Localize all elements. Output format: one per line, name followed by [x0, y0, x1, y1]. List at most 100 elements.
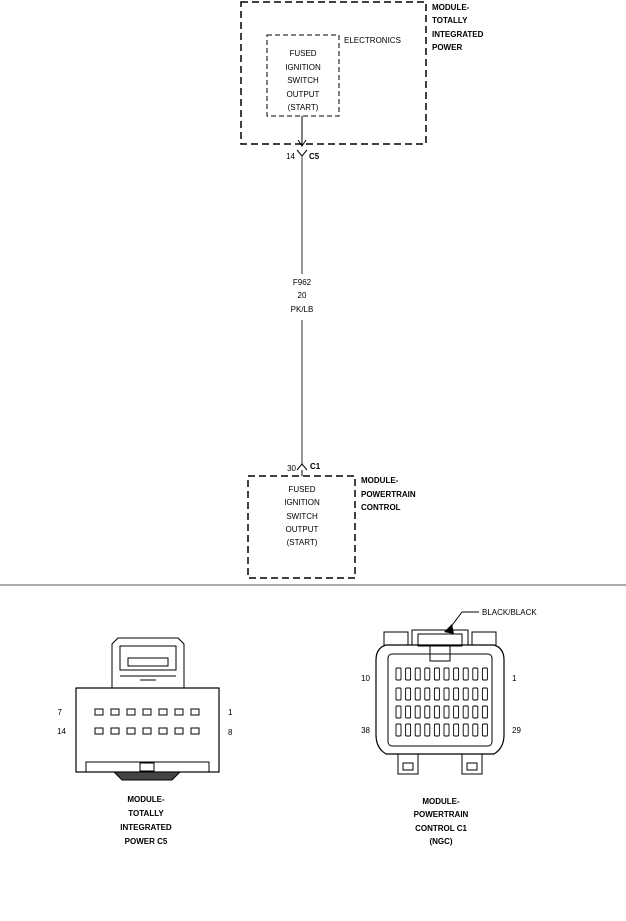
tipm-circuit-line-2: IGNITION [285, 63, 321, 72]
c1-cavity [424, 687, 431, 701]
c5-body [75, 687, 220, 773]
c1-cavity [472, 705, 479, 719]
c1-inner-frame [387, 653, 493, 747]
tipm-electronics-box [266, 34, 340, 117]
connector-c1-view: BLACK/BLACK 10 1 38 29 MODULE- POWERTRAI… [361, 608, 537, 846]
c1-cavity [433, 687, 440, 701]
c1-cavity [443, 687, 450, 701]
c5-key [112, 771, 182, 781]
c1-cavity [462, 705, 469, 719]
c1-cavity [433, 723, 440, 737]
c1-cavity [433, 705, 440, 719]
c1-cavity [414, 687, 421, 701]
c5-latch-tab [127, 657, 169, 667]
c1-cavity [453, 705, 460, 719]
c5-caption-line-1: MODULE- [127, 795, 165, 804]
pcm-circuit-line-3: SWITCH [286, 512, 318, 521]
c1-cavity [453, 723, 460, 737]
c1-cavity [405, 723, 412, 737]
wire-circuit-id: F962 [293, 278, 312, 287]
c5-pin-top-left: 7 [58, 708, 63, 717]
c1-cavity [414, 667, 421, 681]
c5-cavity [142, 708, 152, 716]
c1-cavity [395, 687, 402, 701]
c1-cavity [453, 667, 460, 681]
c5-caption-line-3: INTEGRATED [120, 823, 172, 832]
tipm-connector-id: C5 [309, 152, 320, 161]
c1-cavity [414, 723, 421, 737]
c5-caption-line-2: TOTALLY [128, 809, 164, 818]
c1-cavity [433, 667, 440, 681]
c1-cavity [472, 687, 479, 701]
c1-cavity [472, 723, 479, 737]
c1-pin-bottom-right: 29 [512, 726, 521, 735]
c1-caption-line-1: MODULE- [422, 797, 460, 806]
c5-pin-top-right: 1 [228, 708, 233, 717]
c5-cavity [158, 708, 168, 716]
c1-caption-line-4: (NGC) [429, 837, 452, 846]
c1-callout-arrow-icon [444, 624, 454, 634]
c1-cavity [481, 705, 488, 719]
tipm-circuit-line-3: SWITCH [287, 76, 319, 85]
pcm-name-line-1: MODULE- [361, 476, 399, 485]
c1-connector-symbol [296, 463, 308, 471]
c1-cavity [414, 705, 421, 719]
c1-cavity [443, 723, 450, 737]
c1-cavity [405, 705, 412, 719]
c5-cavity [126, 708, 136, 716]
c1-left-foot [397, 754, 419, 775]
c1-latch-window [417, 633, 463, 647]
c1-cavity [424, 667, 431, 681]
tipm-electronics-label: ELECTRONICS [344, 36, 401, 45]
c1-cavities [395, 667, 488, 737]
c1-cavity [481, 723, 488, 737]
c5-latch-inner [119, 645, 177, 671]
tipm-name-line-3: INTEGRATED [432, 30, 484, 39]
pcm-module-box [247, 475, 356, 579]
c5-key-notch [139, 762, 155, 772]
pcm-pin-number: 30 [287, 464, 296, 473]
c1-cavity [395, 667, 402, 681]
c5-pin-bottom-left: 14 [57, 727, 66, 736]
c1-cavity [462, 667, 469, 681]
c1-latch-block [429, 644, 451, 662]
pcm-circuit-line-2: IGNITION [284, 498, 320, 507]
c1-pin-top-right: 1 [512, 674, 517, 683]
tipm-circuit-line-5: (START) [288, 103, 319, 112]
c1-cavity [481, 667, 488, 681]
c1-left-ear [383, 631, 409, 645]
c1-cavity [424, 723, 431, 737]
c5-latch [111, 637, 185, 688]
c1-cavity [424, 705, 431, 719]
c1-right-ear [471, 631, 497, 645]
c5-cavity [94, 708, 104, 716]
c5-cavity [190, 727, 200, 735]
c1-caption-line-3: CONTROL C1 [415, 824, 467, 833]
c1-cavity [443, 705, 450, 719]
c1-pin-top-left: 10 [361, 674, 370, 683]
c1-cavity [395, 705, 402, 719]
c1-cavity [395, 723, 402, 737]
wire-gauge: 20 [298, 291, 307, 300]
tipm-module: ELECTRONICS FUSED IGNITION SWITCH OUTPUT… [240, 1, 484, 145]
pcm-name-line-3: CONTROL [361, 503, 401, 512]
c1-right-foot-pad [466, 762, 478, 771]
tipm-name-line-1: MODULE- [432, 3, 470, 12]
pcm-circuit-line-5: (START) [287, 538, 318, 547]
c5-caption-line-4: POWER C5 [125, 837, 168, 846]
c1-pin-bottom-left: 38 [361, 726, 370, 735]
c1-color-callout: BLACK/BLACK [482, 608, 537, 617]
c5-cavities [94, 708, 200, 735]
wire-color: PK/LB [291, 305, 314, 314]
tipm-name-line-2: TOTALLY [432, 16, 468, 25]
pcm-connector-id: C1 [310, 462, 321, 471]
c1-cavity [443, 667, 450, 681]
c1-latch [411, 629, 469, 645]
c5-cavity [190, 708, 200, 716]
c1-cavity [462, 723, 469, 737]
pcm-module: FUSED IGNITION SWITCH OUTPUT (START) MOD… [247, 475, 416, 579]
pcm-name-line-2: POWERTRAIN [361, 490, 416, 499]
c1-cavity [481, 687, 488, 701]
tipm-arrow-icon [297, 139, 307, 147]
